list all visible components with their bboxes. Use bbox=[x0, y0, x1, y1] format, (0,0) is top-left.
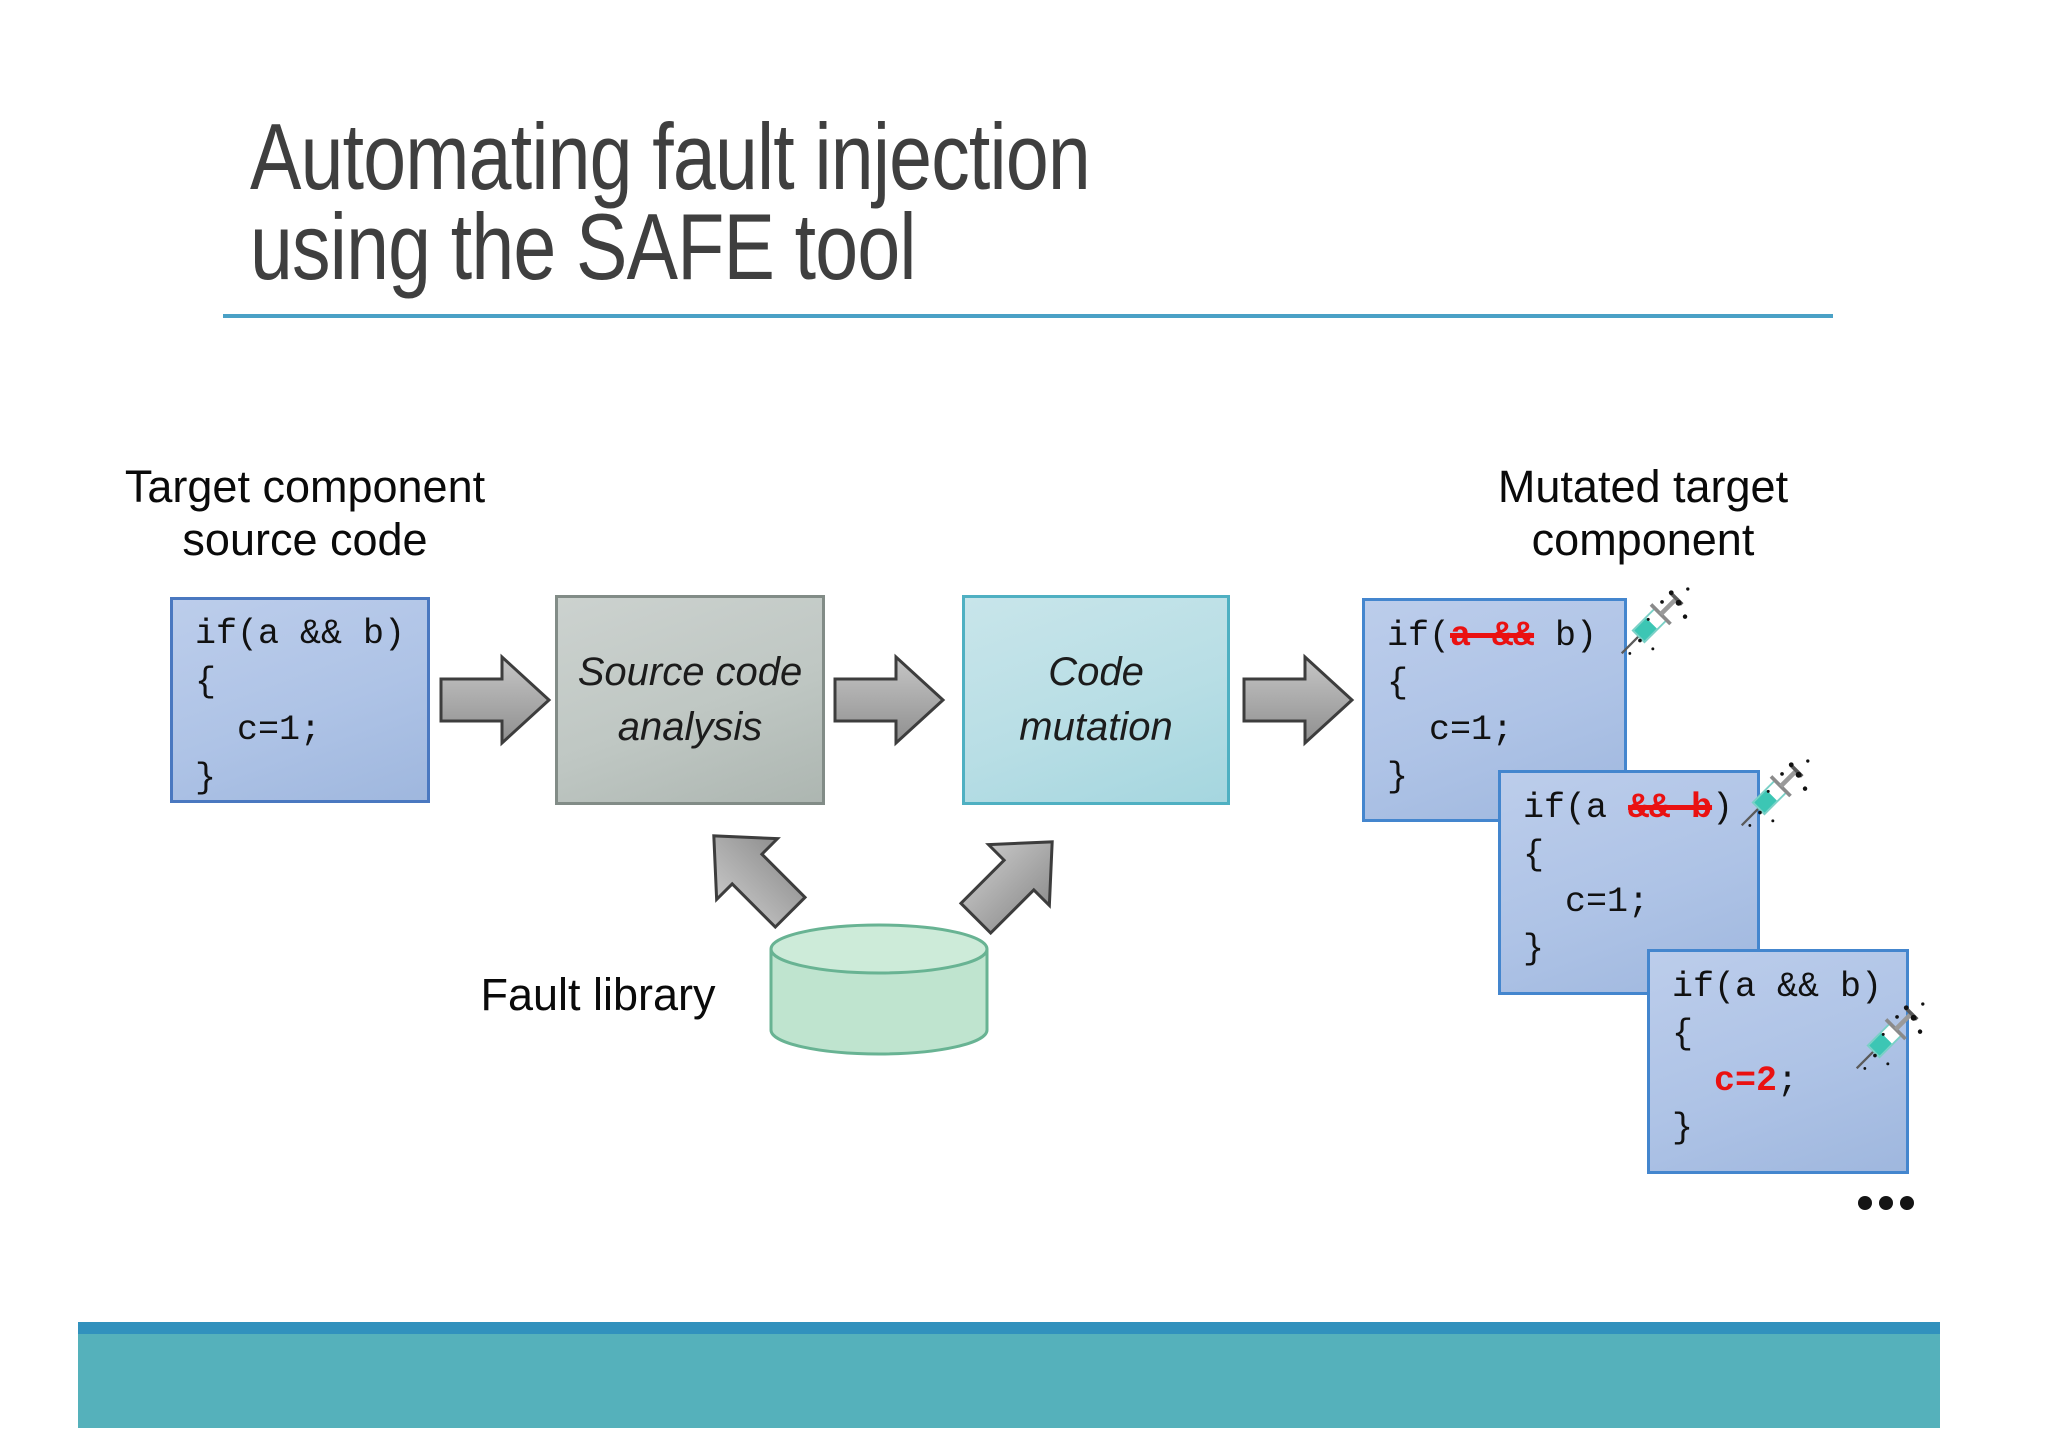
code-line: } bbox=[1672, 1108, 1694, 1148]
source-code-box: if(a && b) { c=1;} bbox=[170, 597, 430, 803]
code-line: c=2; bbox=[1714, 1061, 1799, 1101]
code-line: c=1; bbox=[1387, 710, 1514, 750]
code-line: if(a && b) bbox=[195, 614, 406, 654]
title-underline bbox=[223, 314, 1833, 318]
code-line: } bbox=[1387, 757, 1409, 797]
code-line: if(a && b) bbox=[1672, 967, 1883, 1007]
syringe-icon bbox=[1605, 578, 1697, 670]
code-line: { bbox=[1672, 1014, 1694, 1054]
slide-title: Automating fault injection using the SAF… bbox=[250, 104, 1091, 300]
ellipsis-dot bbox=[1879, 1196, 1893, 1210]
label-mutated-line2: component bbox=[1531, 514, 1755, 566]
code-line: c=1; bbox=[1523, 882, 1650, 922]
label-mutated-line1: Mutated target bbox=[1497, 461, 1789, 512]
source-code-analysis-box: Source code analysis bbox=[555, 595, 825, 805]
mutant-code-box-3: if(a && b) { c=2;} bbox=[1647, 949, 1909, 1174]
code-line: if(a && b) bbox=[1387, 616, 1598, 656]
mutation-label-line2: mutation bbox=[1019, 705, 1173, 749]
slide-title-line2: using the SAFE tool bbox=[250, 194, 917, 300]
code-line: { bbox=[1387, 663, 1409, 703]
syringe-icon bbox=[1725, 750, 1817, 842]
code-line: } bbox=[195, 758, 217, 798]
mutation-label-line1: Code bbox=[1048, 649, 1144, 694]
analysis-label-line1: Source code bbox=[577, 649, 803, 694]
code-line: c=1; bbox=[195, 710, 322, 750]
ellipsis-dot bbox=[1858, 1196, 1872, 1210]
ellipsis-dot bbox=[1900, 1196, 1914, 1210]
block-arrow-icon bbox=[439, 655, 551, 745]
label-target-component: Target component source code bbox=[105, 460, 505, 566]
slide-footer-bar bbox=[78, 1322, 1940, 1428]
code-line: } bbox=[1523, 929, 1545, 969]
block-arrow-icon bbox=[833, 655, 945, 745]
mutant-code-box-1: if(a && b) { c=1;} bbox=[1362, 598, 1627, 822]
label-mutated-component: Mutated target component bbox=[1443, 460, 1843, 566]
code-line: if(a && b) bbox=[1523, 788, 1734, 828]
label-target-line1: Target component bbox=[124, 461, 486, 512]
syringe-icon bbox=[1840, 993, 1932, 1085]
more-mutants-ellipsis bbox=[1858, 1196, 1930, 1212]
label-fault-library: Fault library bbox=[480, 969, 716, 1020]
label-target-line2: source code bbox=[182, 514, 428, 566]
slide-title-line1: Automating fault injection bbox=[250, 104, 1091, 209]
analysis-label-line2: analysis bbox=[617, 705, 763, 749]
block-arrow-icon bbox=[1242, 655, 1354, 745]
database-cylinder-icon bbox=[769, 923, 989, 1056]
code-mutation-box: Code mutation bbox=[962, 595, 1230, 805]
code-line: { bbox=[195, 662, 217, 702]
code-line: { bbox=[1523, 835, 1545, 875]
